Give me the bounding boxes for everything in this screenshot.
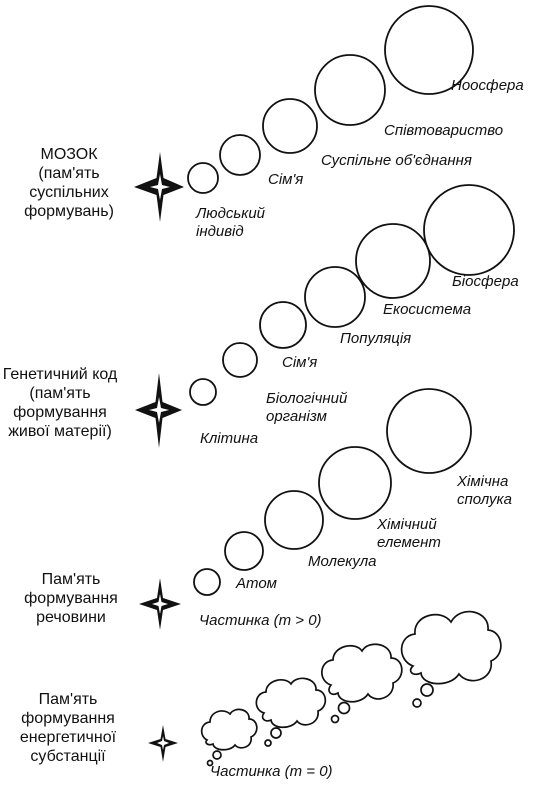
label-noosphere: Ноосфера (451, 77, 524, 94)
label-human-individual: Людський індивід (196, 205, 266, 240)
matter-circle-compound-mid (318, 446, 392, 520)
matter-side-label: Пам'ять формування речовини (24, 571, 118, 626)
genetic-circle-population (304, 266, 366, 328)
genetic-row-shapes (135, 184, 515, 448)
label-biosphere: Біосфера (452, 273, 519, 290)
label-family-bio: Сім'я (282, 354, 318, 371)
genetic-side-label: Генетичний код (пам'ять формування живої… (2, 366, 118, 440)
matter-row-shapes (139, 388, 472, 630)
label-social-association: Суспільне об'єднання (321, 152, 472, 169)
matter-circle-compound (386, 388, 472, 474)
label-biological-organism: Біологічний організм (266, 390, 348, 425)
genetic-circle-ecosystem (355, 223, 431, 299)
matter-circle-molecule (224, 531, 264, 571)
energy-side-label: Пам'ять формування енергетичної субстанц… (19, 691, 117, 765)
brain-circle-noosphere (384, 5, 474, 95)
label-family-social: Сім'я (268, 171, 304, 188)
energy-cloud-1 (200, 708, 258, 767)
energy-cloud-2 (255, 677, 327, 747)
brain-circle-family (219, 134, 261, 176)
brain-row-shapes (134, 5, 474, 222)
label-particle-mass: Частинка (m > 0) (199, 612, 322, 629)
energy-row-shapes (148, 610, 502, 767)
label-molecule: Молекула (308, 553, 377, 570)
matter-circle-atom (193, 568, 221, 596)
label-cell: Клітина (200, 430, 259, 447)
label-particle-massless: Частинка (m = 0) (210, 763, 333, 780)
matter-circle-element (264, 490, 324, 550)
energy-cloud-4 (400, 610, 502, 708)
genetic-circle-biosphere (423, 184, 515, 276)
brain-circle-community (314, 54, 386, 126)
label-population: Популяція (340, 330, 412, 347)
genetic-circle-cell (189, 378, 217, 406)
label-ecosystem: Екосистема (383, 301, 472, 318)
label-chemical-element: Хімічний елемент (377, 516, 441, 551)
brain-side-label: МОЗОК (пам'ять суспільних формувань) (24, 146, 114, 220)
energy-cloud-3 (321, 643, 403, 724)
genetic-circle-family (259, 301, 307, 349)
brain-circle-individual (187, 162, 219, 194)
label-community: Співтовариство (384, 122, 504, 139)
label-chemical-compound: Хімічна сполука (457, 473, 512, 508)
genetic-circle-organism (222, 342, 258, 378)
label-atom: Атом (236, 575, 277, 592)
brain-circle-association (262, 98, 318, 154)
